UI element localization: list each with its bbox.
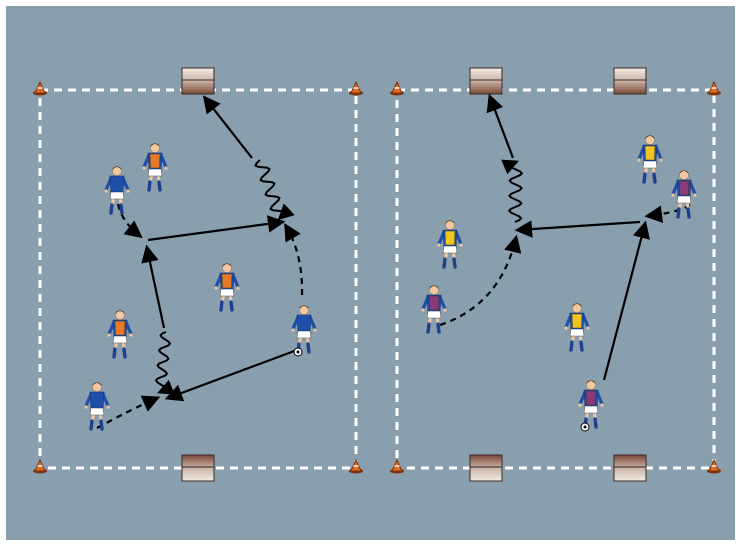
run-arrow	[439, 234, 522, 327]
dribble-arrow	[501, 159, 524, 223]
run-arrow	[284, 222, 304, 296]
player-figure-icon	[421, 285, 447, 334]
training-cone-icon	[707, 458, 721, 474]
mini-goal-icon	[613, 454, 647, 482]
mini-goal-icon	[469, 67, 503, 95]
mini-goal-icon	[181, 67, 215, 95]
dribble-arrow	[254, 159, 295, 221]
player-figure-icon	[84, 382, 110, 431]
mini-goal-icon	[181, 454, 215, 482]
pass-arrow	[486, 93, 515, 159]
pass-arrow	[147, 215, 286, 242]
training-cone-icon	[349, 458, 363, 474]
training-cone-icon	[33, 80, 47, 96]
soccer-ball-icon	[580, 422, 590, 432]
training-cone-icon	[33, 458, 47, 474]
mini-goal-icon	[613, 67, 647, 95]
training-cone-icon	[390, 458, 404, 474]
pass-arrow	[514, 220, 641, 238]
player-figure-icon	[437, 220, 463, 269]
pass-arrow	[141, 244, 166, 329]
training-cone-icon	[390, 80, 404, 96]
player-figure-icon	[578, 380, 604, 432]
soccer-ball-icon	[293, 347, 303, 357]
player-figure-icon	[142, 143, 168, 192]
training-cone-icon	[707, 80, 721, 96]
mini-goal-icon	[469, 454, 503, 482]
dribble-arrow	[154, 331, 175, 395]
player-figure-icon	[291, 305, 317, 357]
pass-arrow	[202, 95, 253, 159]
drill-area-right	[395, 88, 716, 470]
player-figure-icon	[107, 310, 133, 359]
training-cone-icon	[349, 80, 363, 96]
pass-arrow	[602, 220, 650, 381]
player-figure-icon	[671, 170, 697, 219]
player-figure-icon	[637, 135, 663, 184]
player-figure-icon	[104, 166, 130, 215]
run-arrow	[116, 203, 143, 239]
player-figure-icon	[214, 263, 240, 312]
pass-arrow	[164, 348, 298, 402]
run-arrow	[96, 395, 161, 429]
player-figure-icon	[564, 303, 590, 352]
